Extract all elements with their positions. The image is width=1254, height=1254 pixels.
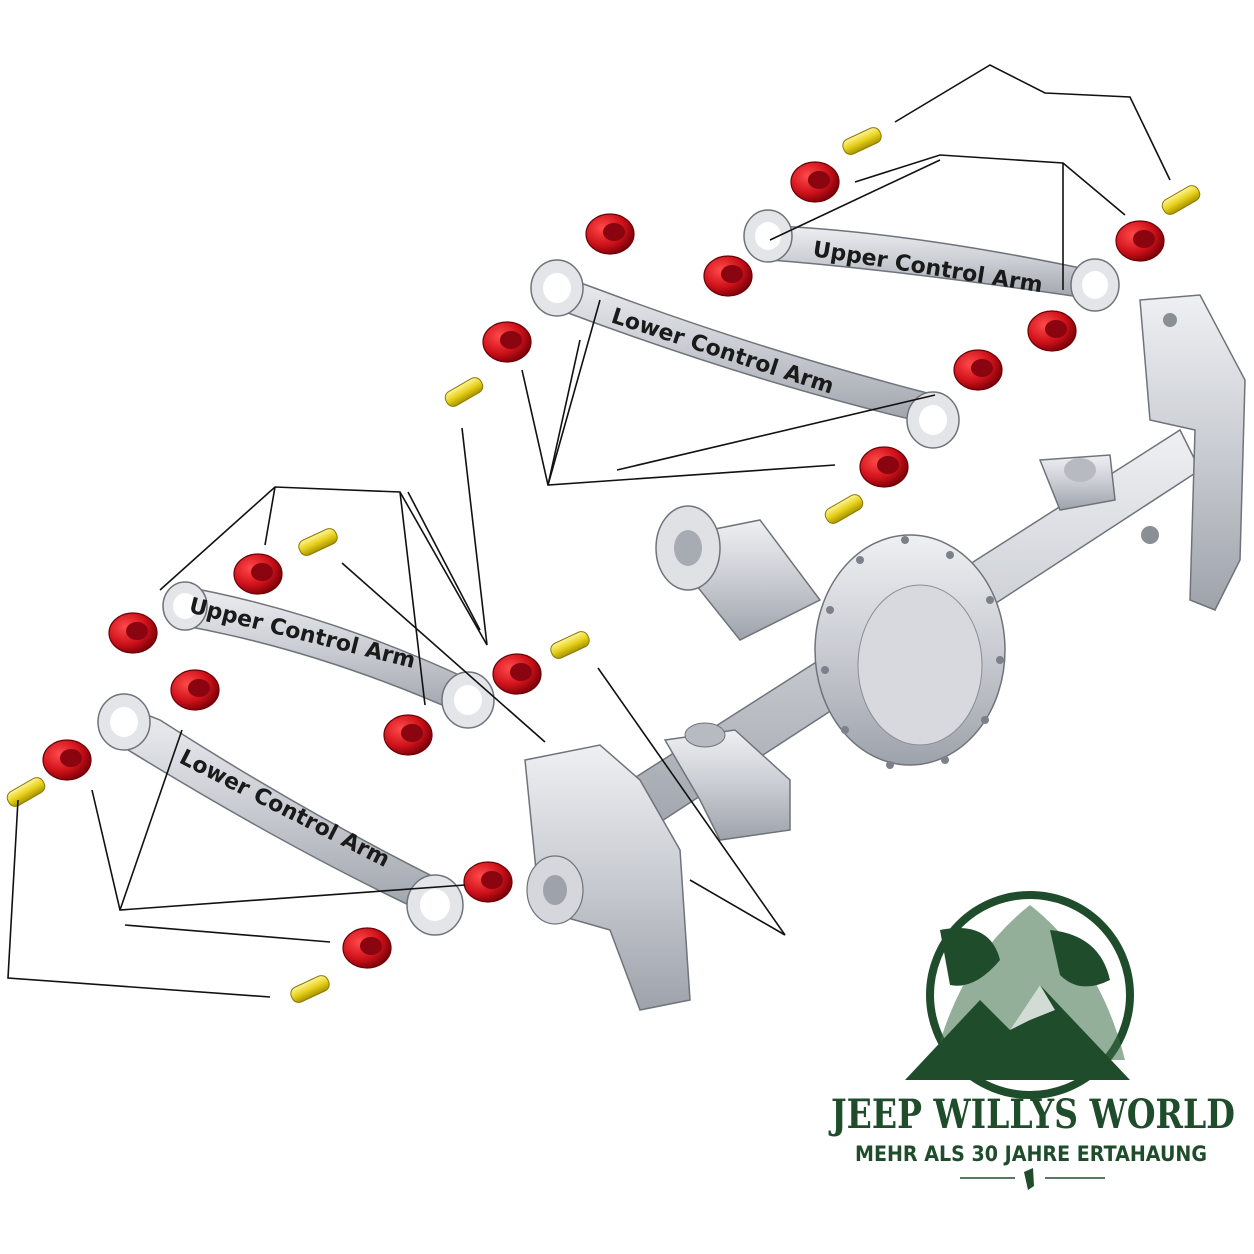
lower-control-arm-right-label: Lower Control Arm — [608, 304, 837, 400]
rear-axle-housing — [524, 294, 1246, 1011]
brand-logo: JEEP WILLYS WORLD MEHR ALS 30 JAHRE ERTA… — [829, 891, 1235, 1190]
brand-name: JEEP WILLYS WORLD — [829, 1091, 1235, 1138]
leader-lines — [7, 64, 1171, 998]
brand-tagline: MEHR ALS 30 JAHRE ERTAHAUNG — [855, 1142, 1207, 1166]
upper-control-arm-left: Upper Control Arm — [162, 581, 495, 729]
tagline-divider — [960, 1168, 1105, 1190]
leaf-icon — [1024, 1168, 1034, 1190]
globe-mountain-emblem — [905, 891, 1134, 1099]
lower-control-arm-left-label: Lower Control Arm — [175, 745, 393, 873]
